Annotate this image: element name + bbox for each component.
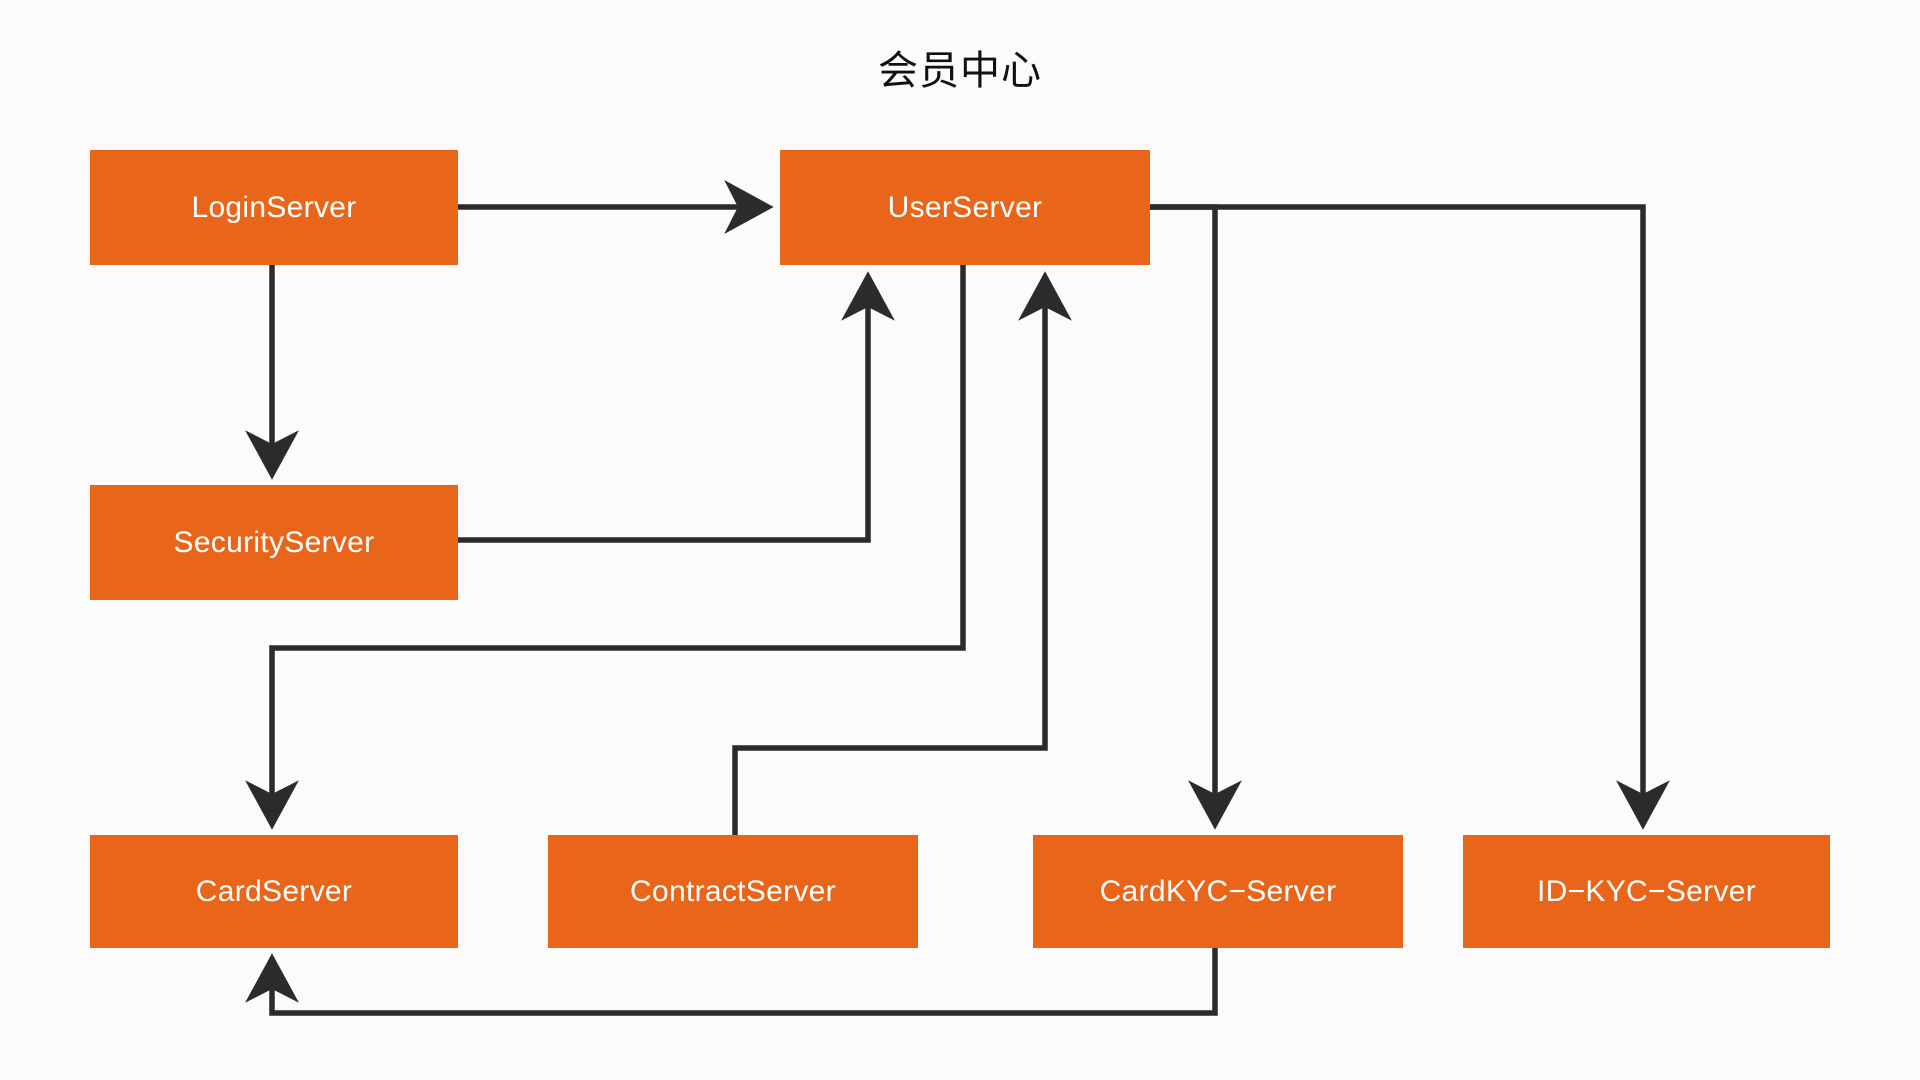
- node-label: ContractServer: [630, 874, 836, 908]
- node-contract-server[interactable]: ContractServer: [548, 835, 918, 948]
- edge-user-to-idkyc: [1150, 204, 1670, 830]
- node-label: ID−KYC−Server: [1537, 874, 1756, 908]
- node-label: SecurityServer: [173, 525, 375, 559]
- node-label: CardKYC−Server: [1099, 874, 1337, 908]
- node-idkyc-server[interactable]: ID−KYC−Server: [1463, 835, 1830, 948]
- edge-security-to-user: [458, 271, 895, 543]
- edge-user-to-cardkyc: [1150, 204, 1242, 830]
- node-card-server[interactable]: CardServer: [90, 835, 458, 948]
- node-label: CardServer: [195, 874, 353, 908]
- node-label: UserServer: [887, 190, 1043, 224]
- edge-contract-to-user: [732, 271, 1072, 835]
- node-cardkyc-server[interactable]: CardKYC−Server: [1033, 835, 1403, 948]
- node-login-server[interactable]: LoginServer: [90, 150, 458, 265]
- node-label: LoginServer: [191, 190, 357, 224]
- page-title: 会员中心: [878, 49, 1042, 93]
- node-security-server[interactable]: SecurityServer: [90, 485, 458, 600]
- edge-cardkyc-to-card: [245, 948, 1218, 1016]
- node-user-server[interactable]: UserServer: [780, 150, 1150, 265]
